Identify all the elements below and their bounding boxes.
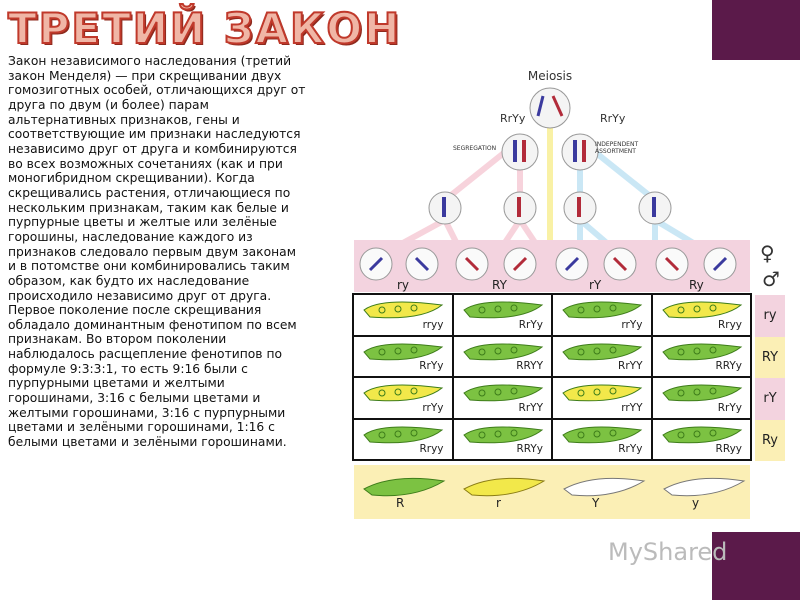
segregation-cells [501, 133, 599, 171]
punnett-cell: RrYY [553, 336, 651, 376]
gamete-label-row-4: Ry [755, 419, 785, 461]
punnett-cell: rrYy [354, 378, 452, 418]
genotype-label: RRyy [715, 443, 742, 455]
pea-pod-icon [462, 301, 543, 319]
punnett-figure: Meiosis RrYy RrYy SEGREGATION INDEPENDEN… [350, 60, 780, 522]
phenotype-label-4: y [692, 496, 700, 510]
genotype-label: RrYy [518, 318, 543, 331]
punnett-cell: RrYy [453, 295, 551, 335]
genotype-label: RRYY [516, 360, 543, 372]
pea-pod-icon [562, 342, 643, 360]
pea-pod-icon [562, 301, 643, 319]
meiosis-label: Meiosis [528, 69, 572, 83]
male-symbol: ♂ [762, 267, 780, 291]
punnett-cell: rryy [354, 295, 452, 335]
punnett-cell: Rryy [652, 295, 750, 335]
pea-pod-icon [562, 425, 643, 443]
division-cells [428, 191, 672, 225]
punnett-cell: rrYY [553, 378, 651, 418]
slide-title: ТРЕТИЙ ЗАКОН [7, 3, 402, 54]
gamete-label-col-4: Ry [689, 278, 704, 292]
pea-pod-icon [661, 342, 742, 360]
punnett-cell: RRYy [453, 419, 551, 459]
pea-pod-icon [462, 384, 543, 402]
pea-pod-icon [363, 342, 444, 360]
genotype-label: rryy [422, 318, 444, 331]
segregation-label: SEGREGATION [453, 145, 496, 152]
accent-block-top [712, 0, 800, 60]
pea-pod-icon [363, 384, 444, 402]
gamete-label-col-1: ry [397, 278, 410, 292]
punnett-cell: RrYy [652, 378, 750, 418]
genotype-label: RRYy [516, 443, 543, 455]
gamete-cells [359, 247, 737, 281]
genotype-label: RRYy [715, 360, 742, 372]
genotype-label: RrYy [419, 360, 444, 372]
pea-pod-icon [661, 384, 742, 402]
gamete-label-row-1: ry [755, 295, 785, 337]
punnett-cell: RRYy [652, 336, 750, 376]
punnett-cell: RrYy [354, 336, 452, 376]
punnett-cell: RRYY [453, 336, 551, 376]
watermark: MyShared [608, 538, 728, 566]
gamete-label-row-2: RY [755, 336, 785, 378]
genotype-label: rrYY [621, 401, 643, 414]
parent-right-genotype: RrYy [600, 112, 626, 125]
meiosis-diagram: Meiosis RrYy RrYy SEGREGATION INDEPENDEN… [354, 69, 780, 292]
genotype-label: Rryy [419, 443, 444, 455]
accent-block-bottom [712, 532, 800, 600]
independent-label: INDEPENDENT [595, 141, 638, 148]
genotype-label: RrYy [618, 443, 643, 455]
parent-left-genotype: RrYy [500, 112, 526, 125]
pea-pod-icon [661, 301, 742, 319]
punnett-cell: RrYy [553, 419, 651, 459]
punnett-cell: RrYY [453, 378, 551, 418]
pea-pod-icon [462, 342, 543, 360]
punnett-cell: RRyy [652, 419, 750, 459]
gamete-label-col-3: rY [589, 278, 602, 292]
genotype-label: rrYy [422, 401, 444, 414]
genotype-label: Rryy [717, 318, 742, 331]
punnett-cell: Rryy [354, 419, 452, 459]
pea-pod-icon [363, 425, 444, 443]
phenotype-label-2: r [496, 496, 501, 510]
genotype-label: RrYY [518, 401, 543, 414]
pea-pod-icon [462, 425, 543, 443]
pea-pod-icon [562, 384, 643, 402]
phenotype-label-1: R [396, 496, 405, 510]
body-text: Закон независимого наследования (третий … [8, 54, 306, 450]
phenotype-pods [363, 477, 746, 497]
gamete-label-row-3: rY [755, 378, 785, 420]
row-gamete-labels: ry RY rY Ry [755, 295, 785, 461]
female-symbol: ♀ [760, 241, 775, 265]
genotype-label: RrYy [717, 401, 742, 414]
pea-pod-icon [661, 425, 742, 443]
genotype-label: rrYy [621, 318, 643, 331]
phenotype-label-3: Y [592, 496, 600, 510]
parent-cell [529, 87, 571, 129]
gamete-label-col-2: RY [492, 278, 507, 292]
assortment-label: ASSORTMENT [595, 148, 636, 155]
phenotype-row [354, 465, 750, 519]
genotype-label: RrYY [618, 360, 643, 372]
punnett-cell: rrYy [553, 295, 651, 335]
pea-pod-icon [363, 301, 444, 319]
